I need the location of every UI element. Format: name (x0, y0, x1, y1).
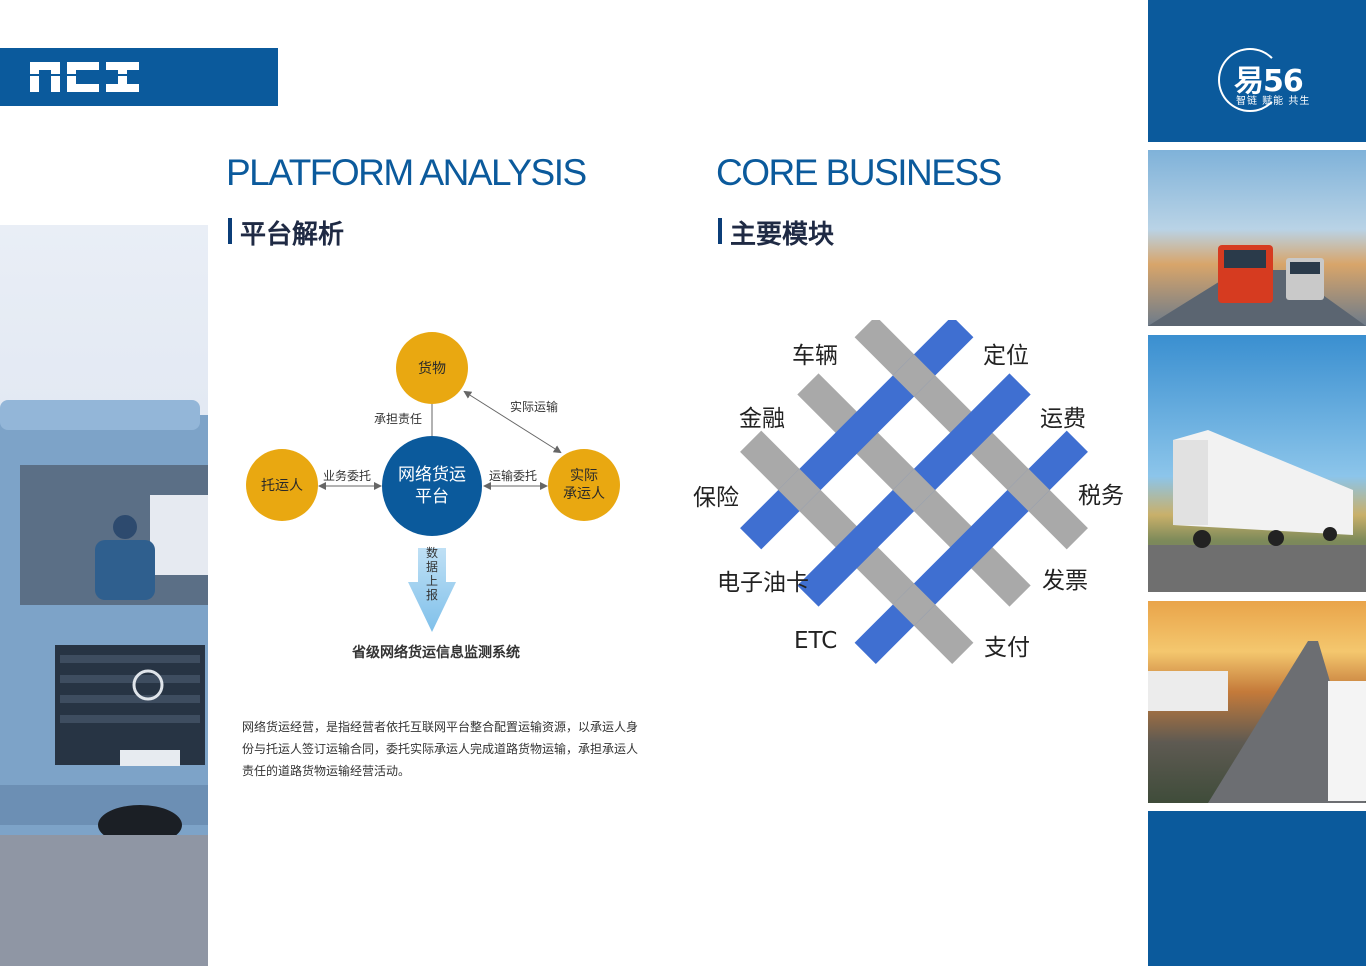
module-finance: 金融 (739, 406, 785, 432)
node-carrier: 实际 承运人 (548, 449, 620, 521)
edge-actual-transport: 实际运输 (510, 400, 559, 414)
monitor-system: 省级网络货运信息监测系统 (352, 645, 520, 661)
nci-logo (30, 62, 140, 92)
data-report-char: 据 (425, 560, 438, 574)
module-fuel-card: 电子油卡 (717, 570, 809, 596)
edge-data-report: 数 据 上 报 (425, 546, 439, 602)
data-report-char: 数 (425, 546, 438, 560)
platform-title-en: PLATFORM ANALYSIS (226, 152, 587, 193)
module-freight: 运费 (1040, 406, 1086, 432)
module-location: 定位 (983, 343, 1029, 369)
diagram-connectors (318, 390, 562, 632)
module-etc: ETC (794, 628, 838, 654)
photo-red-trucks (1148, 150, 1366, 326)
module-invoice: 发票 (1042, 568, 1088, 594)
core-business-weave: 车辆 定位 金融 运费 保险 税务 电子油卡 发票 ETC 支付 (680, 320, 1150, 670)
core-title-zh: 主要模块 (718, 214, 834, 251)
platform-description: 网络货运经营，是指经营者依托互联网平台整合配置运输资源，以承运人身份与托运人签订… (242, 720, 639, 778)
brand-name: 易56 (1234, 64, 1304, 99)
node-platform-line2: 平台 (415, 487, 449, 507)
bottom-blue-box (1148, 811, 1366, 966)
module-insurance: 保险 (693, 485, 739, 511)
right-column: 易56 智链 赋能 共生 (1148, 0, 1366, 966)
platform-title-zh: 平台解析 (228, 214, 344, 251)
edge-transport-commission: 运输委托 (489, 469, 538, 483)
data-report-char: 报 (425, 588, 438, 602)
module-vehicle: 车辆 (792, 343, 838, 369)
node-carrier-line1: 实际 (570, 468, 598, 484)
edge-bear-responsibility: 承担责任 (374, 412, 423, 426)
node-goods: 货物 (396, 332, 468, 404)
platform-diagram: 货物 托运人 网络货运 平台 实际 承运人 承担责任 实际运输 业务委托 运输委… (240, 320, 640, 670)
module-payment: 支付 (984, 635, 1030, 661)
photo-highway (1148, 601, 1366, 803)
node-platform-line1: 网络货运 (398, 465, 466, 485)
truck-photo (0, 225, 208, 966)
logo-bar (0, 48, 278, 106)
photo-white-truck (1148, 335, 1366, 592)
edge-business-commission: 业务委托 (323, 469, 372, 483)
brand-slogan: 智链 赋能 共生 (1236, 96, 1311, 107)
core-title-en: CORE BUSINESS (716, 152, 1002, 193)
node-carrier-line2: 承运人 (563, 486, 605, 502)
node-shipper: 托运人 (246, 449, 318, 521)
brand-box: 易56 智链 赋能 共生 (1148, 0, 1366, 142)
weave-graphic (740, 320, 1088, 664)
data-report-char: 上 (425, 574, 438, 588)
node-platform: 网络货运 平台 (382, 436, 482, 536)
brand-ring-icon (1218, 48, 1282, 112)
module-tax: 税务 (1078, 483, 1124, 509)
